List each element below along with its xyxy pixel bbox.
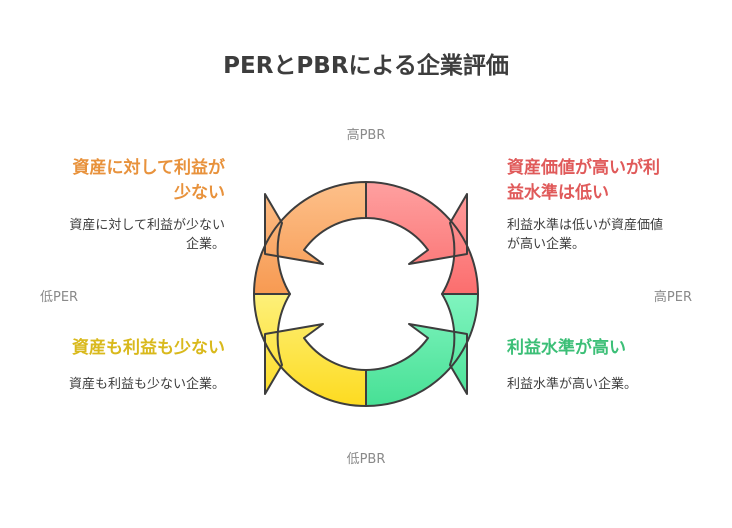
axis-label-right: 高PER [653,290,692,305]
quadrant-top-right-heading-line1: 資産価値が高いが利 [507,158,660,178]
quadrant-bottom-right-desc: 利益水準が高い企業。 [507,377,638,392]
quadrant-top-right-heading-line2: 益水準は低い [507,183,609,203]
quadrant-top-left-heading: 資産に対して利益が 少ない [0,156,226,206]
segment-bottom-right [365,293,479,407]
quadrant-top-left-desc-line2: 企業。 [185,237,225,252]
quadrant-bottom-right-heading: 利益水準が高い [507,338,626,358]
segment-top-right [365,181,479,295]
quadrant-top-right-desc: 利益水準は低いが資産価値 が高い企業。 [507,216,727,254]
axis-label-bottom: 低PBR [346,452,386,467]
segment-top-left [253,181,367,295]
axis-label-top: 高PBR [346,128,386,143]
quadrant-top-right-desc-line2: が高い企業。 [507,237,586,252]
quadrant-top-left-heading-line2: 少ない [174,183,225,203]
quadrant-top-right-heading: 資産価値が高いが利 益水準は低い [507,156,727,206]
quadrant-top-left-desc: 資産に対して利益が少ない 企業。 [0,216,225,254]
segment-bottom-left [253,293,367,407]
page-title: PERとPBRによる企業評価 [223,53,509,79]
axis-label-left: 低PER [40,290,79,305]
quadrant-top-left-desc-line1: 資産に対して利益が少ない [69,218,225,233]
quadrant-top-left-heading-line1: 資産に対して利益が [72,158,226,178]
quadrant-bottom-left-heading: 資産も利益も少ない [72,338,225,358]
quadrant-bottom-left-desc: 資産も利益も少ない企業。 [68,377,225,392]
quadrant-top-right-desc-line1: 利益水準は低いが資産価値 [507,218,664,233]
